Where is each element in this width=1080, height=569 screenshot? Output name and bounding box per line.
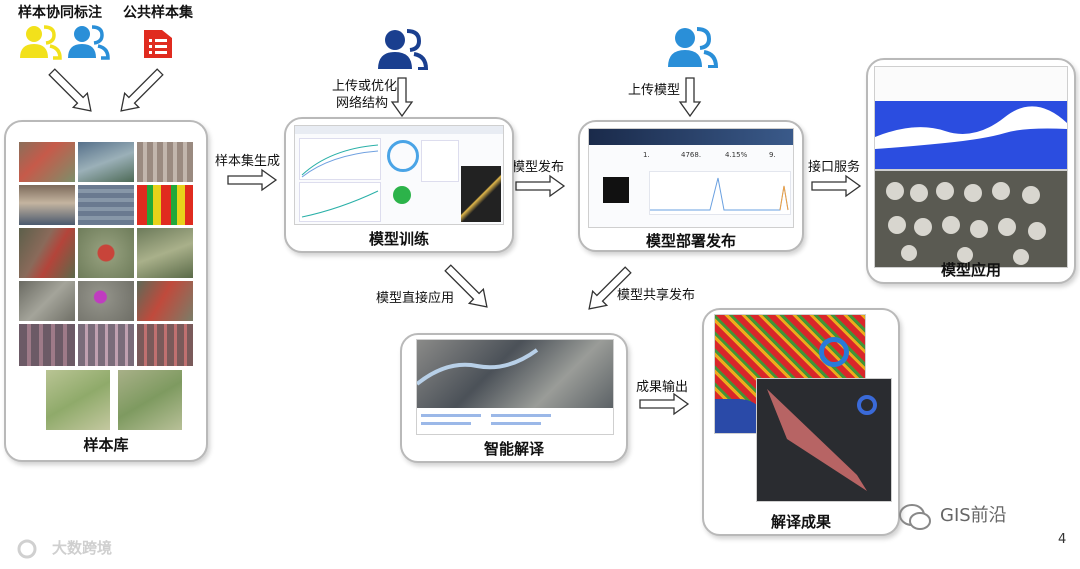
upload-optimize-label: 上传或优化 xyxy=(332,79,398,94)
users-icon-navy xyxy=(376,28,428,70)
public-sample-label: 公共样本集 xyxy=(123,5,193,21)
sample-library-box xyxy=(4,120,208,462)
smart-interpretation-box xyxy=(400,333,628,463)
deploy-stat: 4.15% xyxy=(725,151,748,159)
arrow-icon xyxy=(679,77,701,117)
sample-image xyxy=(78,142,134,182)
node-model-application: 模型应用 xyxy=(940,261,1001,279)
wechat-icon xyxy=(898,503,932,533)
interpretation-result-box xyxy=(702,308,900,536)
deploy-stat: 1. xyxy=(643,151,650,159)
model-deploy-box: 1. 4768. 4.15% 9. xyxy=(578,120,804,252)
arrow-icon xyxy=(515,175,565,197)
sample-image xyxy=(19,281,75,321)
watermark-left: 大数跨境 xyxy=(52,539,113,557)
edge-result-output: 成果输出 xyxy=(636,380,689,395)
sample-image xyxy=(78,185,134,225)
sample-image xyxy=(19,185,75,225)
watermark-right: GIS前沿 xyxy=(940,505,1007,526)
network-structure-label: 网络结构 xyxy=(336,96,389,111)
sample-image xyxy=(46,370,110,430)
upload-model-label: 上传模型 xyxy=(628,83,681,98)
sample-image xyxy=(19,228,75,278)
list-icon xyxy=(140,26,176,60)
sample-image xyxy=(19,142,75,182)
sample-image xyxy=(78,228,134,278)
application-screenshot-map xyxy=(874,66,1068,170)
model-training-box xyxy=(284,117,514,253)
page-number: 4 xyxy=(1058,532,1067,547)
sample-image xyxy=(137,324,193,366)
node-model-deploy: 模型部署发布 xyxy=(645,232,736,250)
sample-image xyxy=(137,228,193,278)
sample-image xyxy=(78,281,134,321)
model-application-box xyxy=(866,58,1076,284)
users-icon-deploy xyxy=(666,26,718,68)
training-screenshot xyxy=(294,125,504,225)
sample-image xyxy=(118,370,182,430)
application-screenshot-tanks xyxy=(874,170,1068,268)
collab-label: 样本协同标注 xyxy=(18,5,102,21)
edge-direct-apply: 模型直接应用 xyxy=(376,291,455,306)
sample-image xyxy=(78,324,134,366)
deploy-stat: 4768. xyxy=(681,151,702,159)
node-interpretation-result: 解译成果 xyxy=(770,513,831,531)
arrow-icon xyxy=(639,393,689,415)
sample-image xyxy=(19,324,75,366)
edge-sample-gen: 样本集生成 xyxy=(215,154,281,169)
arrow-icon xyxy=(120,68,164,112)
arrow-icon xyxy=(811,175,861,197)
users-icon-blue xyxy=(66,24,110,60)
edge-share-publish: 模型共享发布 xyxy=(617,288,696,303)
logo-icon xyxy=(16,538,38,560)
edge-model-publish: 模型发布 xyxy=(512,160,565,175)
edge-api-service: 接口服务 xyxy=(808,160,861,175)
sample-image xyxy=(137,142,193,182)
result-screenshot-port xyxy=(756,378,892,502)
node-smart-interpretation: 智能解译 xyxy=(483,440,544,458)
arrow-icon xyxy=(48,68,92,112)
sample-image xyxy=(137,281,193,321)
deploy-screenshot: 1. 4768. 4.15% 9. xyxy=(588,128,794,228)
sample-image xyxy=(137,185,193,225)
deploy-stat: 9. xyxy=(769,151,776,159)
node-sample-library: 样本库 xyxy=(83,436,129,454)
users-icon-yellow xyxy=(18,24,62,60)
arrow-icon xyxy=(227,169,277,191)
node-model-training: 模型训练 xyxy=(368,230,429,248)
interpretation-screenshot xyxy=(416,339,614,435)
